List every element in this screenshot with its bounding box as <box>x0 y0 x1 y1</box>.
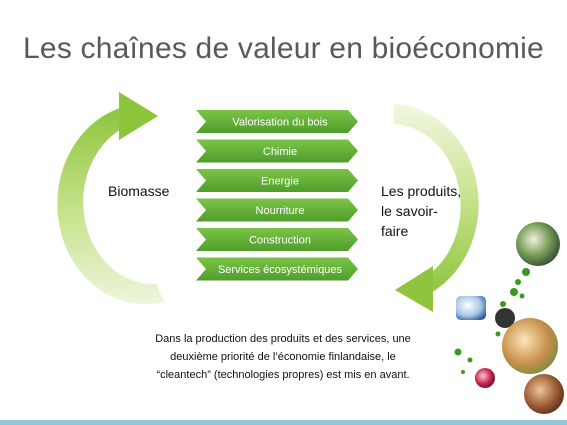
photo-wood-icon <box>524 374 564 414</box>
chevron-shape <box>196 139 358 163</box>
right-cycle-arrow <box>394 104 479 312</box>
photo-berries-icon <box>475 368 495 388</box>
value-chain-chevrons: Valorisation du boisChimieEnergieNourrit… <box>196 110 358 281</box>
chevron-shape <box>196 228 358 251</box>
caption-line: deuxième priorité de l’économie finlanda… <box>170 351 396 363</box>
chevron-label: Valorisation du bois <box>232 117 328 129</box>
decorative-dots <box>454 268 530 374</box>
products-label-line: faire <box>381 223 409 239</box>
photo-food-icon <box>502 318 558 374</box>
chevron-label: Energie <box>261 176 299 188</box>
caption-line: “cleantech” (technologies propres) est m… <box>156 369 410 381</box>
chevron-label: Nourriture <box>256 205 305 217</box>
photo-device-icon <box>495 308 515 328</box>
chevron-label: Services écosystémiques <box>218 264 343 276</box>
chevron-item: Construction <box>196 228 358 251</box>
caption-text: Dans la production des produits et des s… <box>118 330 448 384</box>
chevron-item: Valorisation du bois <box>196 110 358 133</box>
chevron-shape <box>196 257 358 281</box>
chevron-shape <box>196 110 358 133</box>
slide-title: Les chaînes de valeur en bioéconomie <box>23 32 544 65</box>
chevron-label: Construction <box>249 235 311 247</box>
products-label-line: le savoir- <box>381 203 438 219</box>
photo-lab-icon <box>456 296 486 320</box>
bottom-accent-bar <box>0 420 567 425</box>
biomass-label: Biomasse <box>108 183 170 199</box>
left-cycle-arrow <box>57 92 164 305</box>
chevron-item: Energie <box>196 169 358 192</box>
chevron-shape <box>196 198 358 222</box>
products-label-line: Les produits, <box>381 183 462 199</box>
chevron-item: Services écosystémiques <box>196 257 358 281</box>
decorative-photos <box>456 222 564 414</box>
caption-line: Dans la production des produits et des s… <box>155 333 411 345</box>
photo-forest-icon <box>516 222 560 266</box>
chevron-item: Chimie <box>196 139 358 163</box>
products-label: Les produits, le savoir- faire <box>381 181 461 241</box>
chevron-shape <box>196 169 358 192</box>
chevron-label: Chimie <box>263 146 297 158</box>
chevron-item: Nourriture <box>196 198 358 222</box>
